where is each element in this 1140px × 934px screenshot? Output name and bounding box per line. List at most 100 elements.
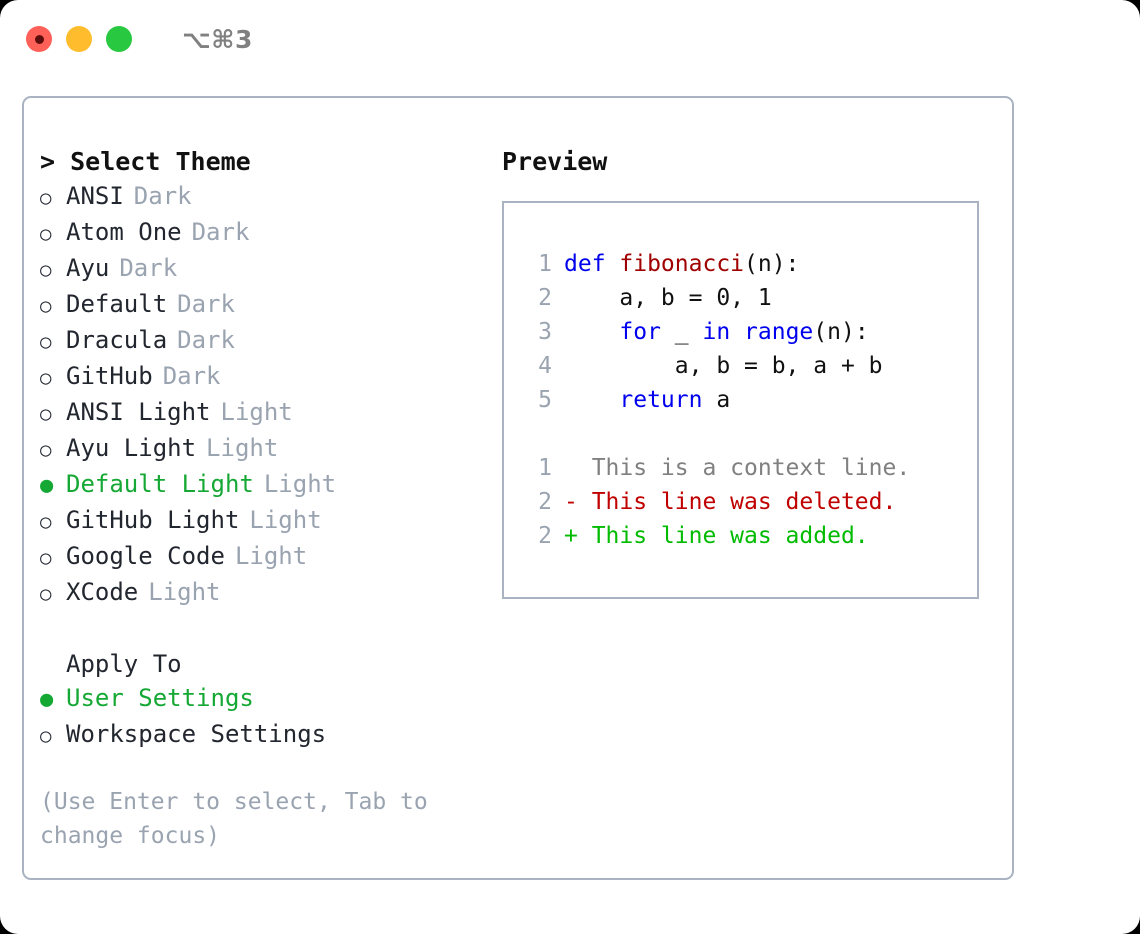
token-kw: return	[619, 387, 703, 413]
token-kw: in	[702, 319, 731, 345]
token-plain: a, b = 0, 1	[564, 285, 772, 311]
token-plain: (n):	[813, 319, 869, 345]
theme-variant-label: Light	[249, 506, 322, 534]
token-add: + This line was added.	[564, 523, 869, 549]
theme-option-5[interactable]: ○ GitHub Dark	[40, 359, 494, 395]
radio-unselected-icon[interactable]: ○	[40, 511, 52, 533]
theme-variant-label: Light	[206, 434, 279, 462]
select-theme-header: > Select Theme	[40, 147, 251, 176]
theme-option-3[interactable]: ○ Default Dark	[40, 287, 494, 323]
keyboard-hint-text: (Use Enter to select, Tab to change focu…	[40, 789, 428, 849]
radio-unselected-icon[interactable]: ○	[40, 547, 52, 569]
apply-to-option-1[interactable]: ○ Workspace Settings	[40, 717, 494, 753]
code-line-1: 2 a, b = 0, 1	[518, 281, 977, 315]
radio-unselected-icon[interactable]: ○	[40, 367, 52, 389]
theme-variant-label: Dark	[191, 218, 250, 246]
apply-to-list[interactable]: ● User Settings ○ Workspace Settings	[40, 681, 494, 753]
theme-variant-label: Dark	[133, 182, 192, 210]
apply-to-option-label: User Settings	[66, 684, 254, 712]
theme-name: Default	[66, 290, 168, 318]
theme-name: GitHub	[66, 362, 153, 390]
radio-unselected-icon[interactable]: ○	[40, 331, 52, 353]
close-button[interactable]	[26, 26, 52, 52]
radio-unselected-icon[interactable]: ○	[40, 439, 52, 461]
radio-unselected-icon[interactable]: ○	[40, 295, 52, 317]
theme-name: GitHub Light	[66, 506, 240, 534]
radio-unselected-icon[interactable]: ○	[40, 187, 52, 209]
radio-unselected-icon[interactable]: ○	[40, 223, 52, 245]
spacer	[40, 611, 494, 647]
token-del: - This line was deleted.	[564, 489, 897, 515]
theme-name: XCode	[66, 578, 139, 606]
theme-variant-label: Dark	[177, 326, 235, 354]
apply-to-option-0[interactable]: ● User Settings	[40, 681, 494, 717]
theme-name: Dracula	[66, 326, 168, 354]
theme-name: Default Light	[66, 470, 254, 498]
apply-to-bullet-placeholder: ○	[40, 647, 66, 681]
token-fn: fibonacci	[619, 251, 745, 277]
token-kw: def	[564, 251, 620, 277]
preview-title: Preview	[502, 147, 608, 176]
token-kw: range	[744, 319, 814, 345]
apply-to-option-label: Workspace Settings	[66, 720, 327, 748]
line-number: 1	[538, 455, 552, 481]
line-number: 1	[538, 251, 552, 277]
theme-variant-label: Dark	[177, 290, 235, 318]
token-plain	[564, 315, 619, 349]
theme-name: Ayu	[66, 254, 110, 282]
theme-option-4[interactable]: ○ Dracula Dark	[40, 323, 494, 359]
theme-variant-label: Dark	[162, 362, 221, 390]
theme-name: ANSI Light	[66, 398, 211, 426]
radio-selected-icon[interactable]: ●	[40, 687, 54, 712]
code-line-2: 3 for _ in range(n):	[518, 315, 977, 349]
line-number: 5	[538, 387, 552, 413]
theme-option-1[interactable]: ○ Atom One Dark	[40, 215, 494, 251]
token-plain: a, b = b, a + b	[564, 353, 883, 379]
line-number: 2	[538, 523, 552, 549]
token-plain: _	[660, 319, 703, 345]
radio-unselected-icon[interactable]: ○	[40, 403, 52, 425]
code-line-3: 4 a, b = b, a + b	[518, 349, 977, 383]
token-plain	[564, 383, 619, 417]
diff-line-0: 1 This is a context line.	[518, 451, 977, 485]
theme-name: Google Code	[66, 542, 225, 570]
theme-variant-label: Light	[148, 578, 221, 606]
radio-unselected-icon[interactable]: ○	[40, 725, 52, 747]
radio-unselected-icon[interactable]: ○	[40, 583, 52, 605]
diff-line-1: 2 - This line was deleted.	[518, 485, 977, 519]
theme-option-7[interactable]: ○ Ayu Light Light	[40, 431, 494, 467]
line-number: 3	[538, 319, 552, 345]
theme-option-6[interactable]: ○ ANSI Light Light	[40, 395, 494, 431]
theme-option-0[interactable]: ○ ANSI Dark	[40, 179, 494, 215]
theme-option-2[interactable]: ○ Ayu Dark	[40, 251, 494, 287]
apply-to-header: ○ Apply To	[40, 647, 494, 681]
theme-option-11[interactable]: ○ XCode Light	[40, 575, 494, 611]
line-number: 2	[538, 489, 552, 515]
theme-name: Ayu Light	[66, 434, 197, 462]
radio-unselected-icon[interactable]: ○	[40, 259, 52, 281]
token-plain	[730, 315, 744, 349]
theme-name: Atom One	[66, 218, 182, 246]
theme-name: ANSI	[66, 182, 124, 210]
line-number: 2	[538, 285, 552, 311]
diff-sample: 1 This is a context line. 2 - This line wa…	[518, 451, 977, 553]
radio-selected-icon[interactable]: ●	[40, 473, 54, 498]
title-bar: ⌥⌘3	[0, 0, 1140, 78]
maximize-button[interactable]	[106, 26, 132, 52]
theme-variant-label: Dark	[119, 254, 178, 282]
token-kw: for	[619, 319, 661, 345]
keyboard-shortcut-label: ⌥⌘3	[182, 24, 253, 54]
theme-option-9[interactable]: ○ GitHub Light Light	[40, 503, 494, 539]
minimize-button[interactable]	[66, 26, 92, 52]
theme-variant-label: Light	[220, 398, 293, 426]
token-plain: (n):	[744, 251, 800, 277]
